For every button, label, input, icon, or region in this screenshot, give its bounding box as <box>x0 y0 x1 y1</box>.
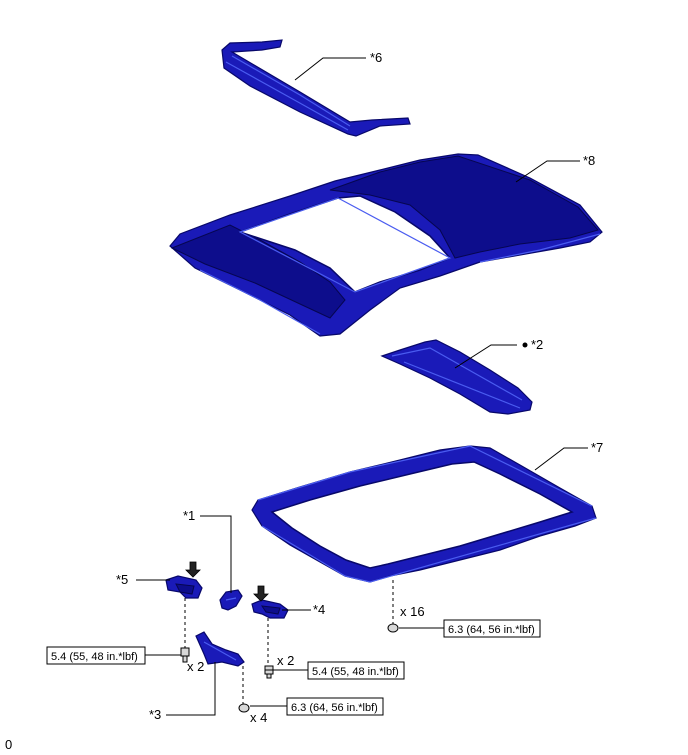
label-part-3: *3 <box>149 707 161 722</box>
torque-box-left: 5.4 (55, 48 in.*lbf) <box>46 646 146 665</box>
part-5-bracket <box>165 575 203 599</box>
part-8-roof-panel <box>169 153 603 337</box>
count-right: x 16 <box>400 604 425 619</box>
arrow-part-5 <box>185 561 201 578</box>
label-part-6: *6 <box>370 50 382 65</box>
part-7-frame <box>251 445 597 583</box>
part-1-cable <box>219 589 243 611</box>
nut-bottom <box>238 703 250 713</box>
torque-box-right: 6.3 (64, 56 in.*lbf) <box>443 619 541 638</box>
svg-text:5.4 (55, 48 in.*lbf): 5.4 (55, 48 in.*lbf) <box>312 666 399 678</box>
svg-text:6.3 (64, 56 in.*lbf): 6.3 (64, 56 in.*lbf) <box>448 624 535 636</box>
count-bottom: x 4 <box>250 710 267 725</box>
svg-text:5.4 (55, 48 in.*lbf): 5.4 (55, 48 in.*lbf) <box>51 651 138 663</box>
label-part-8: *8 <box>583 153 595 168</box>
count-mid: x 2 <box>277 653 294 668</box>
torque-box-bottom: 6.3 (64, 56 in.*lbf) <box>286 697 384 716</box>
part-4-bracket <box>251 599 289 619</box>
note-dot <box>522 342 528 348</box>
bolt-mid <box>264 665 274 679</box>
svg-text:6.3 (64, 56 in.*lbf): 6.3 (64, 56 in.*lbf) <box>291 702 378 714</box>
label-part-1: *1 <box>183 508 195 523</box>
label-part-5: *5 <box>116 572 128 587</box>
torque-box-mid: 5.4 (55, 48 in.*lbf) <box>307 661 405 680</box>
label-part-4: *4 <box>313 602 325 617</box>
dashed-lines <box>184 580 394 704</box>
label-part-7: *7 <box>591 440 603 455</box>
leader-lines <box>136 57 588 716</box>
part-6-trim <box>221 39 411 137</box>
corner-code: 0 <box>5 737 12 752</box>
nut-right <box>387 623 399 633</box>
part-3-bracket <box>195 631 245 667</box>
label-part-2: *2 <box>531 337 543 352</box>
count-left: x 2 <box>187 659 204 674</box>
arrow-part-4 <box>253 585 269 602</box>
part-2-reinforcement <box>380 339 533 415</box>
